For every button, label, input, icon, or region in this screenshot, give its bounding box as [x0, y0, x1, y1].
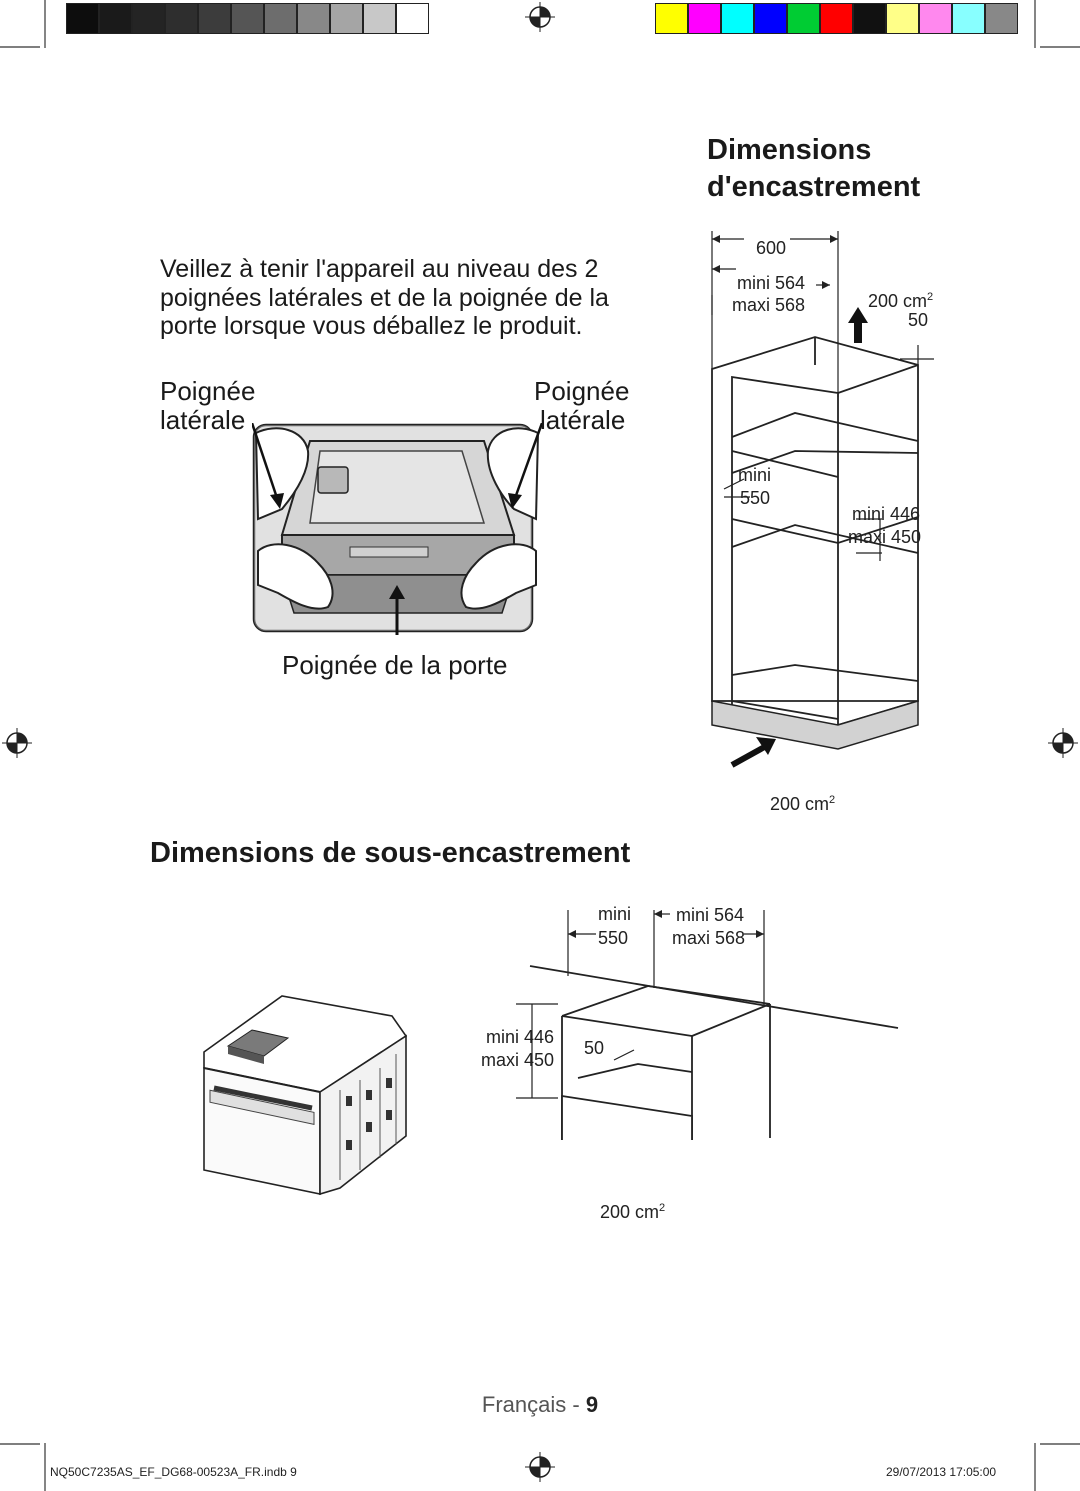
under-maxi-568: maxi 568: [672, 928, 746, 948]
oven-perspective-illustration: [203, 995, 408, 1196]
gray-swatch: [165, 3, 198, 34]
under-counter-diagram: [516, 910, 899, 1140]
print-date-time: 29/07/2013 17:05:00: [886, 1465, 997, 1479]
column-maxi-450: maxi 450: [848, 527, 922, 547]
column-vent-top: 200 cm2: [868, 291, 934, 311]
color-swatch: [787, 3, 820, 34]
column-mini-label: mini: [738, 465, 772, 485]
built-in-title: Dimensions d'encastrement: [707, 132, 920, 206]
column-mini-446: mini 446: [852, 504, 921, 524]
printer-color-bar: [0, 0, 1080, 40]
color-swatch: [754, 3, 787, 34]
gray-swatch: [132, 3, 165, 34]
color-swatch: [853, 3, 886, 34]
gray-swatch: [66, 3, 99, 34]
gray-swatch: [231, 3, 264, 34]
color-swatch: [985, 3, 1018, 34]
column-vent-bottom: 200 cm2: [770, 794, 836, 814]
right-handle-label-2: latérale: [540, 405, 626, 435]
registration-mark-bottom: [525, 1452, 555, 1482]
page-footer-language: Français - 9: [481, 1392, 599, 1417]
built-in-title-line2: d'encastrement: [707, 171, 921, 203]
gray-swatch: [297, 3, 330, 34]
under-counter-title: Dimensions de sous-encastrement: [150, 837, 631, 869]
registration-mark-right: [1048, 728, 1078, 758]
column-cabinet-diagram: [711, 231, 934, 768]
column-mini-564: mini 564: [737, 273, 806, 293]
right-handle-label: Poignée: [534, 376, 630, 406]
under-maxi-450: maxi 450: [481, 1050, 555, 1070]
under-vent: 200 cm2: [600, 1202, 666, 1222]
column-width-total: 600: [756, 238, 787, 258]
gray-swatch: [396, 3, 429, 34]
left-handle-label: Poignée: [160, 376, 256, 406]
unpacking-instructions: Veillez à tenir l'appareil au niveau des…: [160, 255, 609, 340]
color-swatch: [952, 3, 985, 34]
left-handle-label-2: latérale: [160, 405, 246, 435]
under-mini-564: mini 564: [676, 905, 745, 925]
color-swatch: [655, 3, 688, 34]
color-swatch: [886, 3, 919, 34]
registration-mark-top: [525, 2, 555, 32]
page-number: 9: [585, 1392, 599, 1417]
column-gap-50: 50: [908, 310, 929, 330]
color-swatch: [820, 3, 853, 34]
registration-mark-left: [2, 728, 32, 758]
under-mini-446: mini 446: [486, 1027, 555, 1047]
gray-swatch: [99, 3, 132, 34]
under-gap-50: 50: [584, 1038, 605, 1058]
under-mini-label: mini: [598, 904, 632, 924]
color-swatch: [688, 3, 721, 34]
column-maxi-568: maxi 568: [732, 295, 806, 315]
file-name-slug: NQ50C7235AS_EF_DG68-00523A_FR.indb 9: [50, 1465, 297, 1479]
built-in-title-line1: Dimensions: [707, 134, 872, 166]
color-swatch: [721, 3, 754, 34]
door-handle-label: Poignée de la porte: [282, 650, 508, 680]
under-550: 550: [598, 928, 629, 948]
oven-lifting-illustration: [252, 423, 542, 635]
color-swatch: [919, 3, 952, 34]
gray-swatch: [264, 3, 297, 34]
column-550: 550: [740, 488, 771, 508]
gray-swatch: [330, 3, 363, 34]
gray-swatch: [198, 3, 231, 34]
gray-swatch: [363, 3, 396, 34]
